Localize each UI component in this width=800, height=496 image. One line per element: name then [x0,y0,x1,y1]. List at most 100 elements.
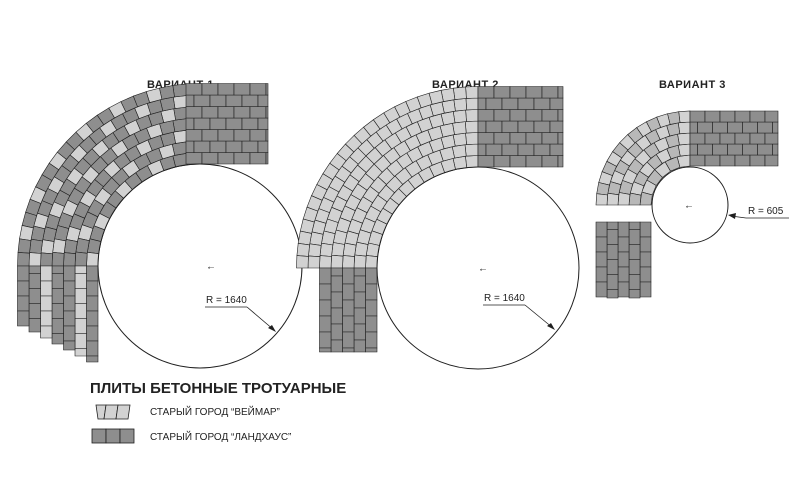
paving-tile [307,255,321,269]
legend-item-landhaus: СТАРЫЙ ГОРОД “ЛАНДХАУС” [150,430,291,443]
variant-2-tiles [296,86,564,353]
variant-2-radius-leader-diagonal [524,304,554,329]
paving-tile [173,129,189,144]
paving-tile [173,106,189,121]
paving-tile [86,340,99,357]
paving-tile [353,323,366,341]
paving-tile [764,110,779,123]
paving-tile [257,94,269,107]
paving-tile [628,274,641,290]
variant-1-scheme: ← R = 1640 [17,83,303,369]
paving-tile [678,110,691,123]
paving-tile [628,192,642,206]
variant-2-radius-arrowhead [547,323,555,330]
paving-tile [453,98,468,112]
paving-tile [265,83,269,96]
paving-tile [193,140,211,153]
paving-tile [772,143,779,156]
paving-tile [353,254,367,269]
paving-tile [477,109,495,122]
paving-tile [51,251,65,267]
paving-tile [541,132,559,145]
paving-tile [465,109,479,122]
paving-tile [28,318,41,333]
paving-tile [185,129,203,142]
paving-tile [74,265,87,274]
legend-item-weimar: СТАРЫЙ ГОРОД “ВЕЙМАР” [150,405,280,418]
paving-tile [201,129,219,142]
paving-tile [297,230,312,246]
paving-tile [734,132,751,145]
legend-title: ПЛИТЫ БЕТОННЫЕ ТРОТУАРНЫЕ [90,380,346,397]
paving-tile [217,106,235,119]
paving-tile [241,140,259,153]
paving-tile [319,299,332,317]
paving-tile [319,331,332,349]
paving-tile [365,299,378,317]
paving-tile [617,192,631,206]
paving-tile [517,143,535,156]
paving-tile [509,109,527,122]
paving-tile [353,275,366,293]
paving-tile [63,265,76,282]
paving-tile [712,143,728,156]
legend-swatch-landhaus-tile [105,428,121,444]
paving-tile [40,280,53,297]
paving-tile [185,140,195,153]
paving-tile [342,347,355,353]
paving-tile [689,110,706,123]
paving-tile [319,283,332,301]
paving-tile [749,154,766,167]
paving-tile [233,106,251,119]
paving-tile [308,243,322,258]
paving-tile [606,289,619,299]
paving-tile [217,152,235,165]
paving-tile [319,255,332,269]
paving-tile [51,273,64,289]
paving-tile [86,355,99,363]
paving-tile [185,117,195,130]
paving-tile [63,252,76,267]
paving-tile [265,152,269,165]
paving-tile [40,295,53,312]
paving-tile [617,251,630,268]
paving-tile [354,241,369,257]
paving-tile [742,143,758,156]
paving-tile [29,238,43,254]
paving-tile [639,281,652,298]
paving-tile [63,340,76,351]
paving-tile [193,94,211,107]
paving-tile [485,97,503,110]
paving-tile [63,295,76,312]
paving-tile [493,155,511,168]
paving-tile [353,307,366,325]
paving-tile [342,299,355,317]
paving-tile [63,239,78,255]
paving-tile [185,83,203,96]
paving-tile [485,120,503,133]
paving-tile [689,154,706,167]
paving-tile [525,132,543,145]
paving-tile [51,265,64,274]
paving-tile [477,155,495,168]
paving-tile [365,283,378,301]
paving-tile [19,225,34,241]
variant-1-radius-leader-diagonal [246,306,275,331]
paving-tile [595,281,608,298]
paving-tile [697,121,713,134]
paving-tile [86,325,99,342]
paving-tile [541,86,559,99]
paving-tile [17,295,30,312]
paving-tile [595,266,608,283]
paving-tile [595,193,608,206]
paving-tile [757,143,773,156]
paving-tile [28,252,42,267]
variant-3-scheme: ← R = 605 [595,110,789,299]
paving-tile [330,267,343,277]
paving-tile [74,288,87,304]
paving-tile [557,109,564,122]
variant-3-direction-arrow: ← [684,201,694,212]
paving-tile [719,110,736,123]
paving-tile [353,291,366,309]
